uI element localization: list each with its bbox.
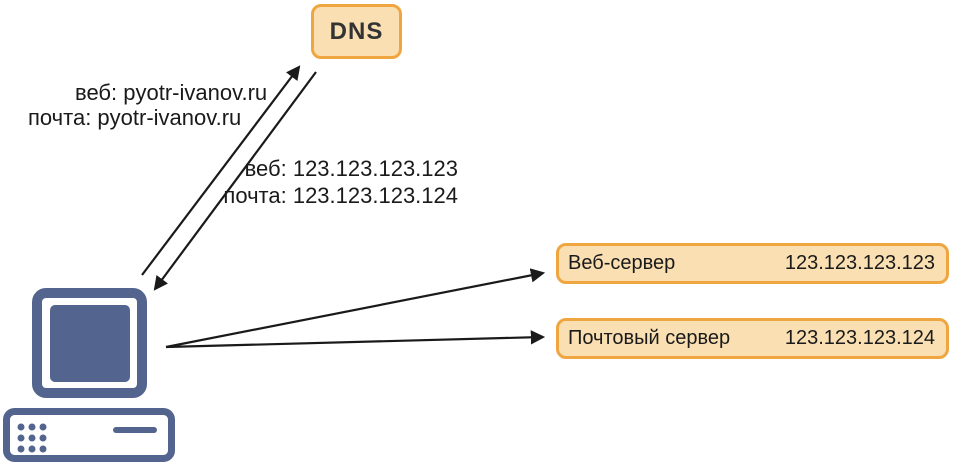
dns-response-labels: веб: 123.123.123.123 почта: 123.123.123.… bbox=[223, 155, 458, 209]
arrow-to-mail-server bbox=[165, 330, 546, 349]
mail-server-name: Почтовый сервер bbox=[568, 327, 731, 349]
arrow-response-from-dns bbox=[153, 71, 317, 291]
arrow-to-web-server bbox=[165, 268, 546, 349]
dns-response-web-label: веб: 123.123.123.123 bbox=[244, 156, 458, 181]
dns-label: DNS bbox=[329, 17, 384, 45]
vent-dots bbox=[17, 423, 47, 453]
mail-server-box: Почтовый сервер 123.123.123.124 bbox=[556, 318, 949, 359]
computer-icon bbox=[3, 288, 175, 462]
dns-query-mail-label: почта: pyotr-ivanov.ru bbox=[28, 105, 242, 130]
mail-server-ip: 123.123.123.124 bbox=[784, 327, 935, 349]
dns-response-mail-label: почта: 123.123.123.124 bbox=[223, 183, 458, 208]
dns-server-box: DNS bbox=[311, 4, 402, 59]
arrows-group bbox=[141, 65, 546, 349]
web-server-box: Веб-сервер 123.123.123.123 bbox=[556, 243, 949, 284]
system-unit bbox=[3, 408, 175, 462]
web-server-ip: 123.123.123.123 bbox=[784, 252, 935, 274]
drive-slot-bar bbox=[113, 427, 157, 433]
arrow-query-to-dns bbox=[141, 65, 301, 276]
web-server-name: Веб-сервер bbox=[568, 252, 676, 274]
monitor-screen bbox=[50, 305, 130, 382]
dns-query-web-label: веб: pyotr-ivanov.ru bbox=[75, 80, 268, 105]
